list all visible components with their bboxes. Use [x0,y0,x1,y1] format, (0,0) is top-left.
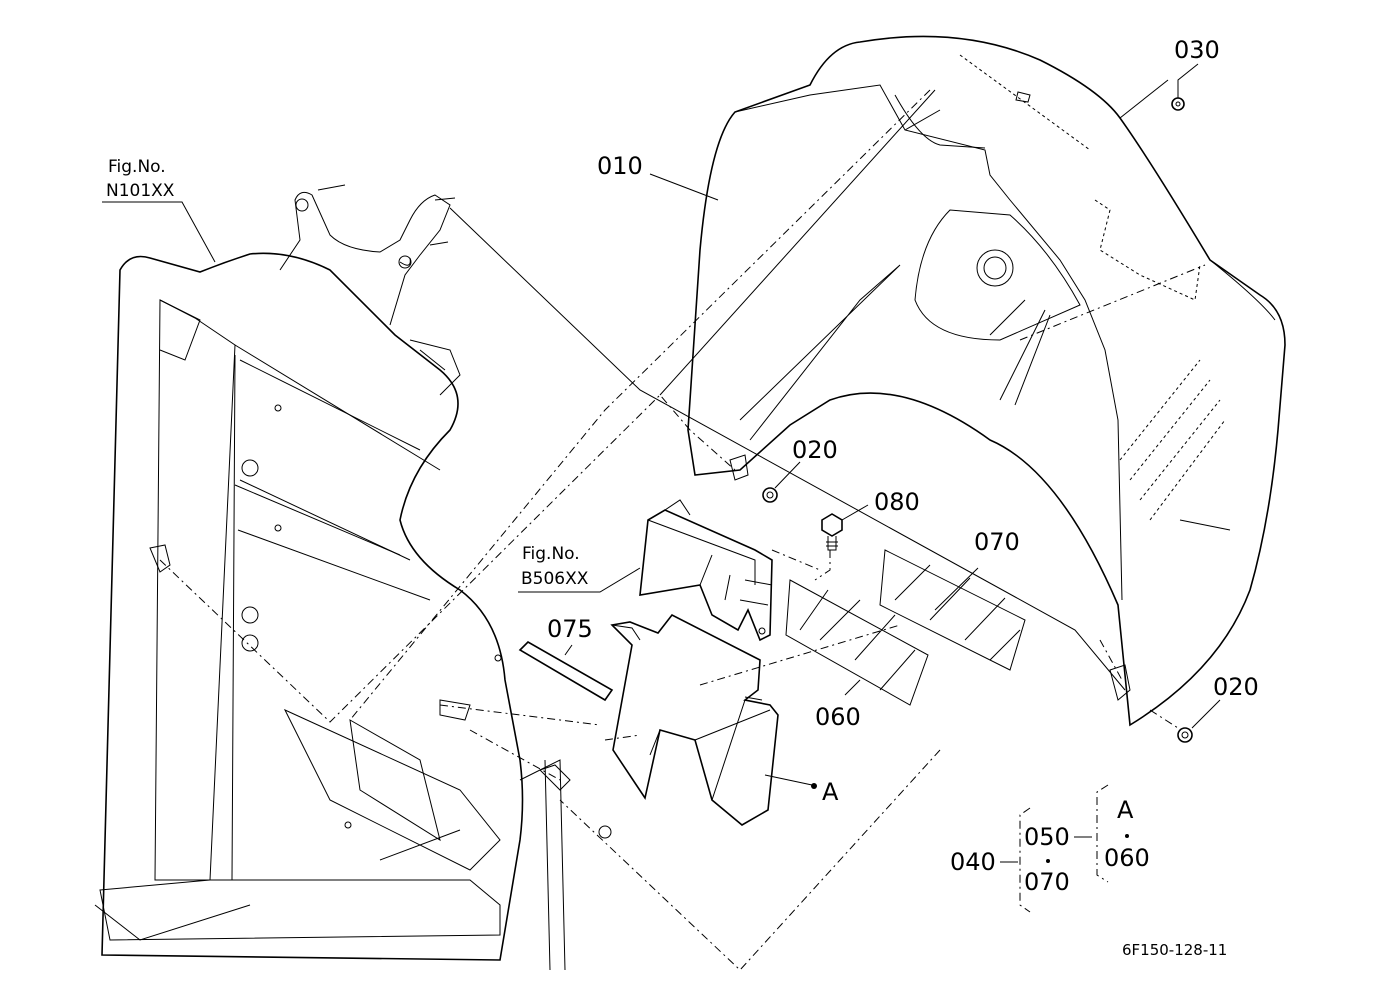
key-group-a: A [1117,796,1134,824]
callout-010: 010 [597,152,643,180]
callout-030: 030 [1174,36,1220,64]
screw-020-right [1177,727,1193,743]
fig-ref-center-code: B506XX [521,569,589,589]
strip-075 [518,641,614,702]
fig-ref-left-prefix: Fig.No. [108,157,166,177]
label-060 [785,579,929,706]
fig-ref-center: Fig.No. B506XX [521,544,589,589]
point-a-marker [811,783,817,789]
key-sub-070: 070 [1024,868,1070,896]
key-sub-050: 050 [1024,823,1070,851]
drawing-ref-code: 6F150-128-11 [1122,941,1227,959]
alignment-lines [159,89,1206,971]
key-assy-040: 040 [950,848,996,876]
callout-a: A [822,778,839,806]
screw-030 [1171,97,1185,111]
cover-plate-a [610,613,779,826]
fig-ref-left-code: N101XX [106,181,175,201]
callout-060: 060 [815,703,861,731]
dash-frame-assembly [94,184,612,971]
assembly-key: 040 050 070 A 060 [950,784,1150,913]
callout-020-top: 020 [792,436,838,464]
callout-075: 075 [547,615,593,643]
fig-ref-left: Fig.No. N101XX [106,157,175,201]
key-group-060: 060 [1104,844,1150,872]
fig-ref-center-prefix: Fig.No. [522,544,580,564]
bolt-080 [821,513,843,551]
callout-080: 080 [874,488,920,516]
key-dot-1 [1046,859,1050,863]
callout-020-right: 020 [1213,673,1259,701]
screw-020-top [762,487,778,503]
key-dot-2 [1125,834,1129,838]
leader-lines [102,63,1221,786]
relay-box-b506 [639,499,773,642]
label-070 [879,549,1026,671]
callout-070: 070 [974,528,1020,556]
cowl-part-010 [687,35,1286,727]
